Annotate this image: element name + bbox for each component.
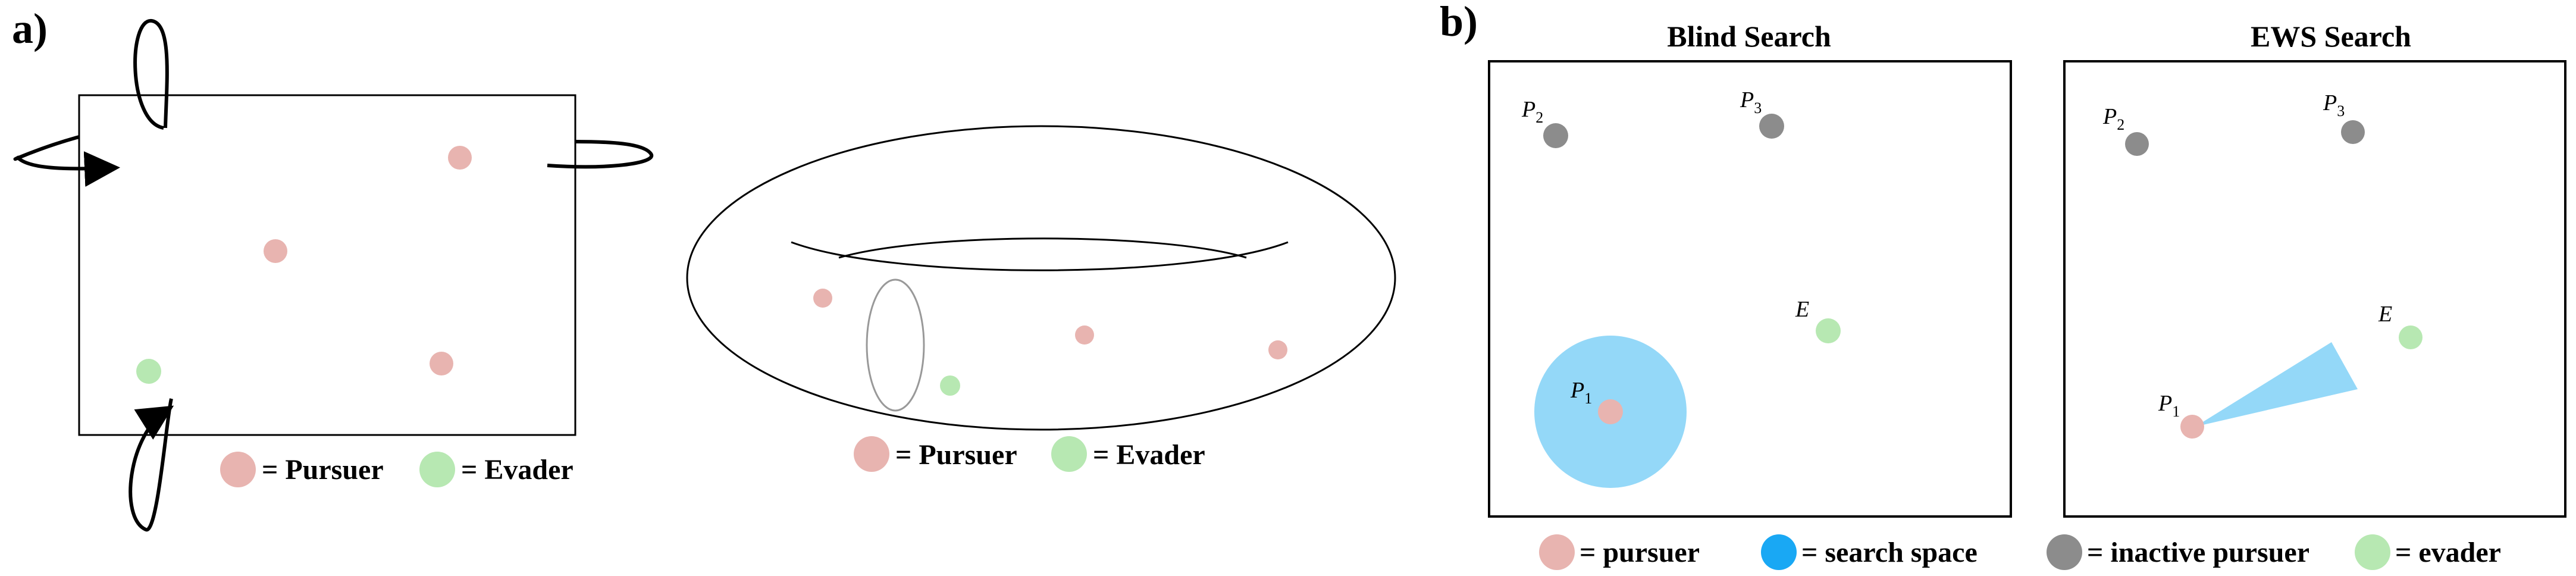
legend-inactive-label: = inactive pursuer bbox=[2087, 537, 2309, 568]
ews-search-box bbox=[2063, 60, 2566, 518]
legend-pursuer-label: = pursuer bbox=[1580, 537, 1700, 568]
evader-dot bbox=[136, 359, 161, 384]
legend-b: = pursuer = search space = inactive purs… bbox=[1539, 534, 2501, 570]
pursuer-dot bbox=[1075, 325, 1094, 345]
legend-inactive-swatch bbox=[2047, 534, 2082, 570]
pursuer-dot bbox=[813, 289, 832, 308]
periodic-rectangle bbox=[13, 19, 654, 531]
ews-search-title: EWS Search bbox=[2251, 20, 2411, 53]
legend-evader-swatch bbox=[1051, 436, 1087, 472]
p1-label: P1 bbox=[2158, 391, 2180, 420]
legend-evader-swatch bbox=[2355, 534, 2390, 570]
inactive-pursuer-p2 bbox=[2125, 132, 2149, 156]
panel-a-label: a) bbox=[12, 5, 48, 52]
legend-evader-label: = Evader bbox=[461, 454, 574, 486]
p3-label: P3 bbox=[1740, 87, 1762, 117]
rectangle-domain bbox=[78, 94, 576, 436]
top-loop-arrow bbox=[133, 19, 169, 130]
pursuer-dot bbox=[264, 239, 287, 263]
evader-e bbox=[2399, 325, 2423, 349]
torus-cross-section bbox=[866, 278, 925, 412]
legend-pursuer-swatch bbox=[220, 452, 256, 487]
evader-dot bbox=[940, 375, 960, 396]
legend-pursuer-label: = Pursuer bbox=[895, 439, 1017, 471]
inactive-pursuer-p3 bbox=[2341, 120, 2365, 144]
p3-label: P3 bbox=[2323, 90, 2345, 120]
right-loop-arrow bbox=[547, 140, 654, 169]
e-label: E bbox=[1795, 297, 1809, 322]
torus bbox=[686, 125, 1396, 431]
pursuer-dot bbox=[1268, 340, 1287, 359]
left-loop-arrow bbox=[13, 135, 120, 187]
legend-search-space-label: = search space bbox=[1801, 537, 1978, 568]
legend-pursuer-swatch bbox=[854, 436, 889, 472]
p2-label: P2 bbox=[1521, 97, 1543, 126]
evader-e bbox=[1816, 318, 1841, 343]
legend-evader-label: = evader bbox=[2395, 537, 2501, 568]
panel-b-label: b) bbox=[1440, 0, 1478, 45]
pursuer-p1 bbox=[2180, 415, 2204, 439]
pursuer-p1 bbox=[1598, 399, 1623, 424]
pursuer-dot bbox=[430, 352, 453, 375]
torus-inner-upper bbox=[838, 237, 1247, 259]
pursuer-dot bbox=[448, 146, 472, 170]
p1-label: P1 bbox=[1570, 378, 1592, 407]
p2-label: P2 bbox=[2102, 104, 2124, 133]
search-cone bbox=[2195, 342, 2358, 427]
blind-search-box bbox=[1488, 60, 2012, 518]
legend-evader-swatch bbox=[419, 452, 455, 487]
legend-a-torus: = Pursuer = Evader bbox=[854, 436, 1205, 472]
torus-outer bbox=[686, 125, 1396, 431]
legend-a-rect: = Pursuer = Evader bbox=[220, 452, 574, 487]
e-label: E bbox=[2378, 302, 2392, 327]
ews-search-panel: EWS Search P1 P2 P3 E bbox=[2063, 20, 2566, 518]
legend-pursuer-label: = Pursuer bbox=[262, 454, 384, 486]
legend-pursuer-swatch bbox=[1539, 534, 1575, 570]
legend-evader-label: = Evader bbox=[1093, 439, 1205, 471]
blind-search-title: Blind Search bbox=[1667, 20, 1831, 53]
inactive-pursuer-p2 bbox=[1543, 123, 1568, 148]
legend-search-space-swatch bbox=[1761, 534, 1797, 570]
blind-search-panel: Blind Search P1 P2 P3 E bbox=[1488, 20, 2012, 518]
inactive-pursuer-p3 bbox=[1759, 114, 1784, 139]
torus-inner-lower bbox=[791, 241, 1289, 271]
bottom-loop-arrow bbox=[129, 398, 174, 531]
